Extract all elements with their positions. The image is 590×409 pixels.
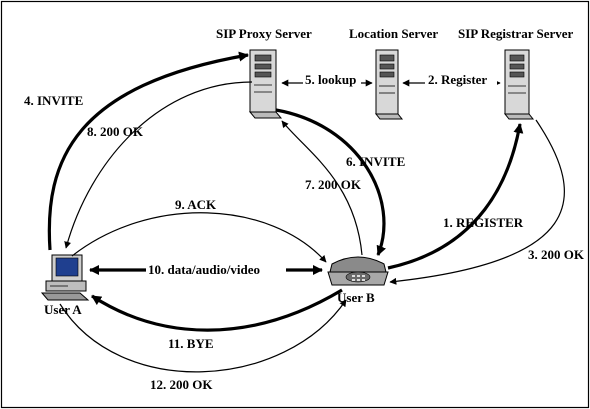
proxy-server-icon [248, 49, 283, 119]
user-a-computer-icon [40, 254, 90, 301]
user-b-label: User B [337, 290, 375, 305]
msg-bye-label: 11. BYE [168, 336, 214, 351]
arrow-200ok-proxy-a [64, 81, 253, 249]
msg-invite-proxy-b-label: 6. INVITE [346, 154, 405, 169]
registrar-server-icon [503, 49, 535, 120]
msg-200ok-b-proxy-label: 7. 200 OK [305, 177, 362, 192]
user-b-phone-icon [327, 256, 389, 286]
msg-ack-label: 9. ACK [175, 197, 217, 212]
arrow-bye [91, 288, 343, 332]
arrow-register-b-registrar [387, 123, 524, 270]
arrow-invite-a-proxy [47, 51, 249, 251]
msg-200ok-final-label: 12. 200 OK [150, 377, 213, 392]
user-a-label: User A [44, 302, 82, 317]
location-server-label: Location Server [349, 26, 438, 41]
msg-lookup-label: 5. lookup [305, 72, 356, 87]
arrow-ack [71, 212, 327, 263]
msg-200ok-registrar-b-label: 3. 200 OK [528, 247, 585, 262]
arrow-200ok-b-proxy [281, 120, 363, 256]
msg-register-label: 2. Register [428, 72, 487, 87]
arrow-invite-proxy-b [275, 108, 386, 256]
proxy-server-label: SIP Proxy Server [216, 26, 312, 41]
msg-media-label: 10. data/audio/video [148, 262, 260, 277]
msg-200ok-proxy-a-label: 8. 200 OK [87, 124, 144, 139]
arrow-200ok-registrar-b [389, 119, 565, 285]
registrar-server-label: SIP Registrar Server [458, 26, 574, 41]
msg-invite-a-label: 4. INVITE [24, 93, 83, 108]
location-server-icon [374, 49, 404, 120]
msg-register-b-label: 1. REGISTER [443, 215, 524, 230]
arrow-200ok-final [59, 299, 347, 373]
